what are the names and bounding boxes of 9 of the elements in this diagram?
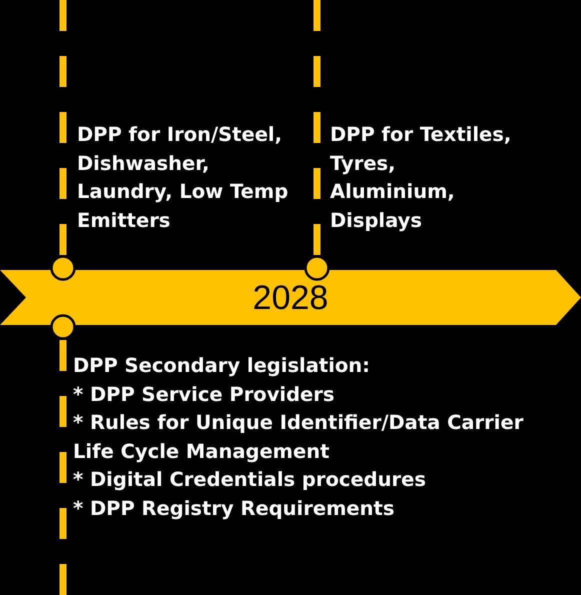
list-item: * DPP Service Providers xyxy=(73,382,336,408)
list-heading: DPP Secondary legislation: xyxy=(73,353,371,379)
year-label: 2028 xyxy=(252,280,328,314)
list-item: * Digital Credentials procedures xyxy=(73,467,427,494)
milestone-text: DPP for Textiles, Tyres, Aluminium, Displays xyxy=(330,122,512,234)
timeline-band xyxy=(0,270,581,325)
list-item: * DPP Registry Requirements xyxy=(73,496,396,522)
milestone-text: DPP for Iron/Steel, Dishwasher, Laundry, Low Temp Emitters xyxy=(77,122,290,234)
list-item: * Rules for Unique Identifier/Data Carrier Life Cycle Management xyxy=(73,410,524,465)
